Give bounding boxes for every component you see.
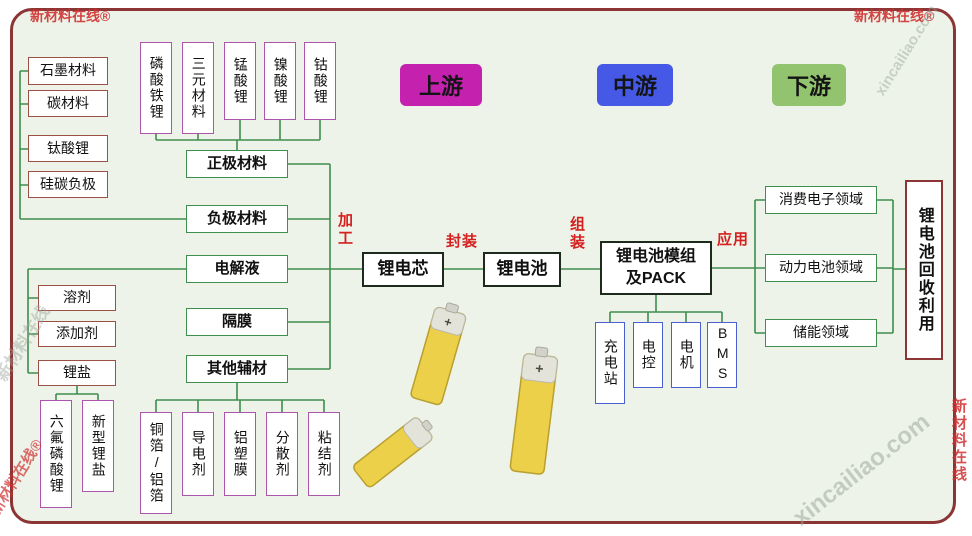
node-additive: 添加剂 xyxy=(38,321,116,347)
watermark-brand-top-left: 新材料在线® xyxy=(30,8,111,24)
node-aluminum-plastic-film: 铝塑膜 xyxy=(224,412,256,496)
node-battery-cell: 锂电芯 xyxy=(362,252,444,287)
node-solvent: 溶剂 xyxy=(38,285,116,311)
node-binder: 粘结剂 xyxy=(308,412,340,496)
node-lfp: 磷酸铁锂 xyxy=(140,42,172,134)
battery-illustration: + + xyxy=(353,302,559,488)
node-anode-materials: 负极材料 xyxy=(186,205,288,233)
node-new-lithium-salt: 新型锂盐 xyxy=(82,400,114,492)
node-consumer-electronics: 消费电子领域 xyxy=(765,186,877,214)
label-packaging: 封装 xyxy=(446,233,479,250)
node-graphite-material: 石墨材料 xyxy=(28,57,108,85)
node-power-battery: 动力电池领域 xyxy=(765,254,877,282)
label-assembly: 组装 xyxy=(568,216,585,252)
svg-text:+: + xyxy=(442,314,454,331)
badge-midstream: 中游 xyxy=(597,64,673,106)
battery-module-pack-label: 锂电池模组及PACK xyxy=(615,248,696,287)
node-conductive-agent: 导电剂 xyxy=(182,412,214,496)
node-copper-aluminum-foil: 铜箔/铝箔 xyxy=(140,412,172,514)
node-electrolyte: 电解液 xyxy=(186,255,288,283)
label-application: 应用 xyxy=(717,231,750,248)
watermark-brand-right-edge: 新材料在线 xyxy=(950,398,967,483)
label-processing: 加工 xyxy=(336,212,353,248)
node-charging-station: 充电站 xyxy=(595,322,625,404)
node-other-aux: 其他辅材 xyxy=(186,355,288,383)
node-lmo: 锰酸锂 xyxy=(224,42,256,120)
node-lco: 钴酸锂 xyxy=(304,42,336,120)
node-cathode-materials: 正极材料 xyxy=(186,150,288,178)
node-lipf6: 六氟磷酸锂 xyxy=(40,400,72,508)
watermark-brand-top-right: 新材料在线® xyxy=(854,8,935,24)
node-lno: 镍酸锂 xyxy=(264,42,296,120)
node-carbon-material: 碳材料 xyxy=(28,90,108,117)
node-lithium-titanate: 钛酸锂 xyxy=(28,135,108,162)
node-motor: 电机 xyxy=(671,322,701,388)
node-battery: 锂电池 xyxy=(483,252,561,287)
node-silicon-carbon-anode: 硅碳负极 xyxy=(28,171,108,198)
node-separator: 隔膜 xyxy=(186,308,288,336)
node-battery-recycling: 锂电池回收利用 xyxy=(905,180,943,360)
node-ternary-material: 三元材料 xyxy=(182,42,214,134)
badge-downstream: 下游 xyxy=(772,64,846,106)
node-energy-storage: 储能领域 xyxy=(765,319,877,347)
node-dispersant: 分散剂 xyxy=(266,412,298,496)
node-lithium-salt: 锂盐 xyxy=(38,360,116,386)
svg-text:+: + xyxy=(534,360,544,377)
node-electric-control: 电控 xyxy=(633,322,663,388)
node-battery-module-pack: 锂电池模组及PACK xyxy=(600,241,712,295)
badge-upstream: 上游 xyxy=(400,64,482,106)
node-bms: BMS xyxy=(707,322,737,388)
